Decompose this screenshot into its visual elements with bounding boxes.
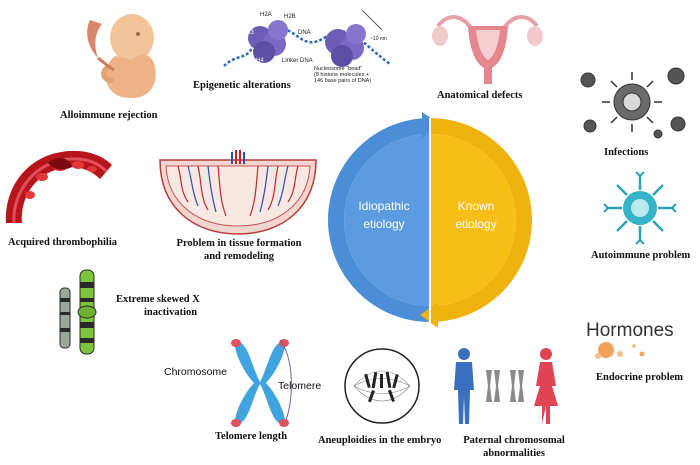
alloimmune-label: Alloimmune rejection — [60, 110, 158, 121]
scale-text: ~10 nm — [370, 36, 387, 42]
hormones-word: Hormones — [586, 320, 674, 341]
h2b-text: H2B — [284, 14, 296, 20]
placenta-icon — [159, 150, 317, 235]
virus-icon — [570, 60, 695, 142]
tissue-label-line1: Problem in tissue formation — [176, 238, 302, 249]
dna-text: DNA — [298, 30, 311, 36]
epigenetic-label: Epigenetic alterations — [193, 80, 291, 91]
fetus-icon — [87, 14, 156, 99]
linker-text: Linker DNA — [282, 58, 313, 64]
skewed-label-line1: Extreme skewed X — [116, 294, 200, 305]
endocrine-label: Endocrine problem — [596, 372, 684, 383]
bead-line1: Nucleosome "bead" — [314, 66, 362, 72]
bead-line3: 146 base pairs of DNA) — [314, 78, 371, 84]
idiopathic-half — [328, 118, 430, 322]
idiopathic-line1: Idiopathic — [358, 199, 409, 213]
tissue-label: Problem in tissue formation and remodeli… — [164, 237, 314, 263]
aneuploidies-label: Aneuploidies in the embryo — [318, 435, 442, 446]
paternal-label-line2: abnormalities — [483, 448, 545, 459]
autoimmune-label: Autoimmune problem — [591, 250, 691, 261]
h3-text: H3 — [246, 30, 254, 36]
telomere-text: Telomere — [278, 380, 322, 392]
thrombophilia-label: Acquired thrombophilia — [8, 237, 118, 248]
known-line2: etiology — [455, 217, 496, 231]
known-half — [430, 118, 532, 322]
paternal-label: Paternal chromosomal abnormalities — [444, 434, 584, 460]
telomere-length-label: Telomere length — [215, 431, 288, 442]
telomere-chromosome-icon — [231, 339, 292, 427]
skewed-label-line2: inactivation — [144, 307, 198, 318]
blood-vessel-icon — [5, 150, 112, 224]
aneuploidy-icon — [344, 348, 420, 424]
infections-label: Infections — [604, 147, 649, 158]
nucleosome-icon: H2A H2B H3 H4 DNA Linker DNA ~10 nm Nucl… — [223, 9, 391, 84]
h4-text: H4 — [256, 58, 264, 64]
paternal-figures-icon — [454, 348, 558, 424]
hormone-bubbles-icon — [595, 342, 645, 359]
uterus-icon — [432, 15, 543, 84]
paternal-label-line1: Paternal chromosomal — [463, 435, 565, 446]
x-chromosome-icon — [59, 269, 97, 355]
known-line1: Known — [458, 199, 495, 213]
etiology-cycle: Idiopathic etiology Known etiology — [328, 112, 532, 328]
autoimmune-cell-icon — [603, 171, 677, 245]
anatomical-label: Anatomical defects — [437, 90, 523, 101]
skewed-label: Extreme skewed X inactivation — [116, 293, 200, 319]
chromosome-text: Chromosome — [164, 366, 228, 378]
tissue-label-line2: and remodeling — [203, 251, 275, 262]
idiopathic-line2: etiology — [363, 217, 404, 231]
bead-line2: (8 histone molecules + — [314, 72, 369, 78]
h2a-text: H2A — [260, 12, 272, 18]
